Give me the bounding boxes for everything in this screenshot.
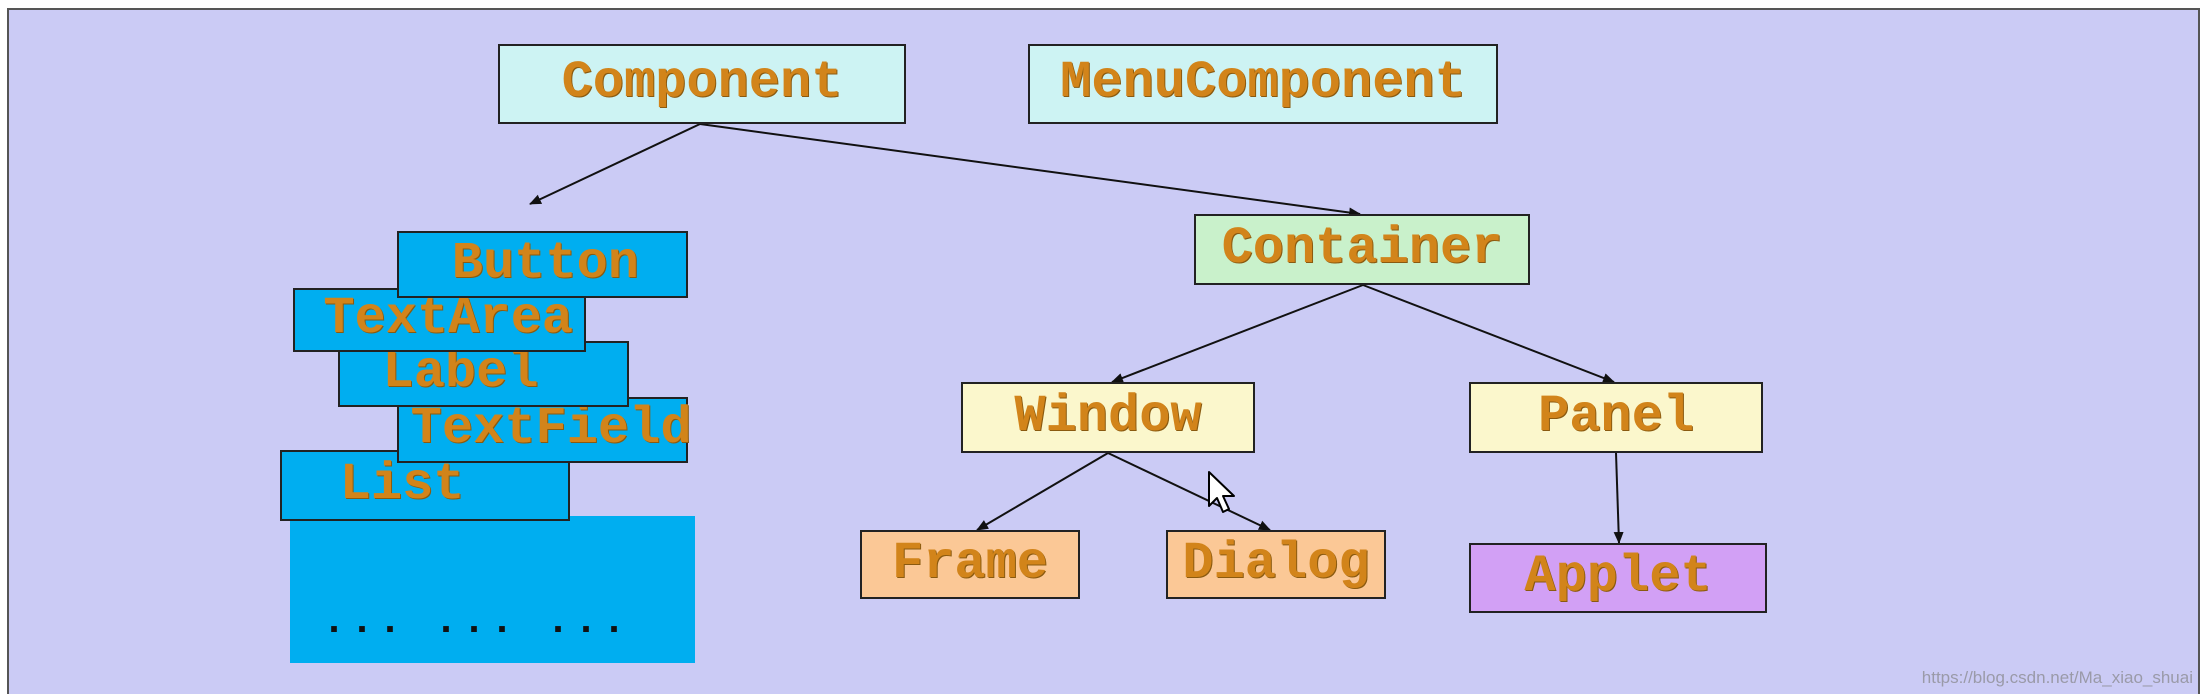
watermark: https://blog.csdn.net/Ma_xiao_shuai xyxy=(1921,668,2193,687)
applet-label: Applet xyxy=(1524,546,1712,606)
dialog-node: Dialog xyxy=(1166,530,1386,599)
panel-node: Panel xyxy=(1469,382,1763,453)
frame-node: Frame xyxy=(860,530,1080,599)
panel-label: Panel xyxy=(1537,386,1695,446)
label-label: Label xyxy=(382,342,539,402)
textarea-label: TextArea xyxy=(323,288,573,348)
dialog-label: Dialog xyxy=(1182,533,1370,593)
window-label: Window xyxy=(1014,386,1202,446)
textarea-box: TextArea xyxy=(293,288,586,352)
menucomponent-label: MenuComponent xyxy=(1060,52,1466,112)
window-node: Window xyxy=(961,382,1255,453)
applet-node: Applet xyxy=(1469,543,1767,613)
textfield-label: TextField xyxy=(410,398,692,458)
container-label: Container xyxy=(1221,218,1503,278)
more-components-block: ... ... ... xyxy=(290,516,695,663)
ellipsis-text: ... ... ... xyxy=(322,600,631,645)
frame-label: Frame xyxy=(891,533,1049,593)
container-node: Container xyxy=(1194,214,1530,285)
mouse-pointer-icon xyxy=(1208,471,1235,513)
list-label: List xyxy=(339,454,465,514)
component-node: Component xyxy=(498,44,906,124)
menucomponent-node: MenuComponent xyxy=(1028,44,1498,124)
button-box: Button xyxy=(397,231,688,298)
button-label: Button xyxy=(451,233,639,293)
component-label: Component xyxy=(561,52,843,112)
